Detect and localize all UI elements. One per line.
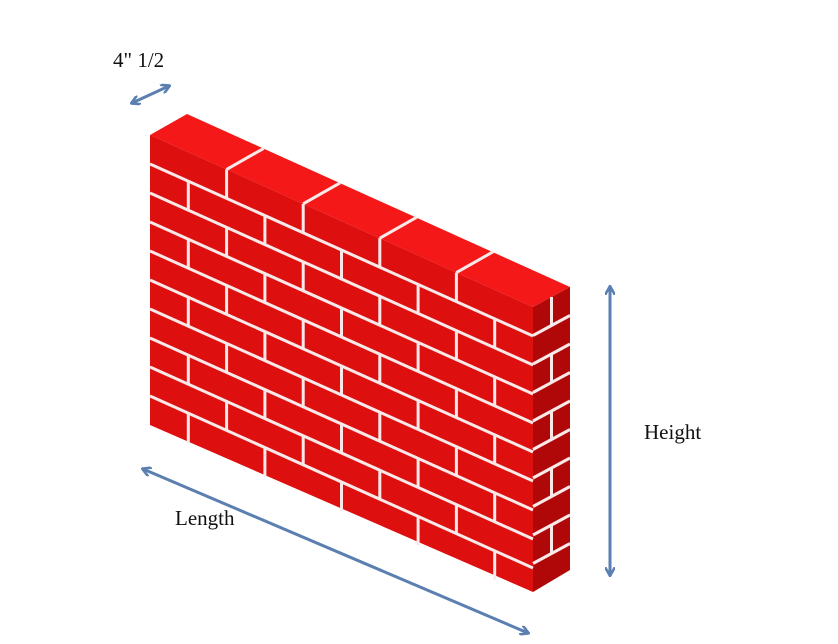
height-label: Height	[644, 420, 701, 444]
wall-top-face	[150, 114, 570, 307]
thickness-arrow	[132, 86, 169, 103]
dimension-arrows	[132, 86, 610, 633]
mortar-top-joint	[225, 147, 265, 171]
mortar-top-joint	[302, 181, 341, 206]
mortar-top-joint	[379, 215, 418, 240]
length-arrow	[143, 469, 528, 633]
thickness-label: 4" 1/2	[113, 48, 164, 72]
length-label: Length	[175, 506, 235, 530]
mortar-top-joint	[455, 250, 495, 274]
